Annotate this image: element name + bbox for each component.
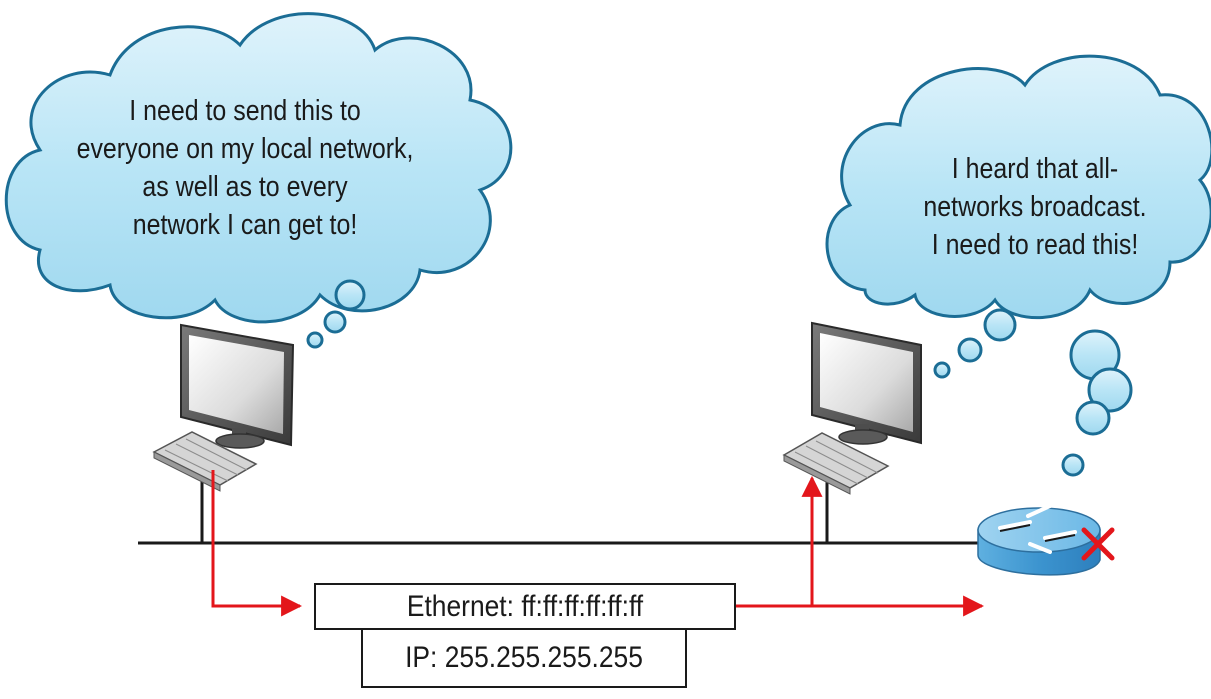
sender-thought-line: I need to send this to — [129, 95, 361, 127]
receiver-thought-line: networks broadcast. — [923, 191, 1147, 223]
ip-header-box — [361, 628, 687, 688]
receiver-thought-text: I heard that all- networks broadcast. I … — [897, 150, 1172, 264]
sender-thought-cloud — [4, 12, 513, 349]
sender-thought-line: as well as to every — [142, 171, 348, 203]
router-icon — [977, 504, 1101, 576]
receiver-thought-line: I heard that all- — [951, 153, 1119, 185]
broadcast-path — [211, 470, 985, 617]
sender-thought-line: everyone on my local network, — [76, 133, 414, 165]
block-x-icon — [1081, 527, 1115, 561]
ip-address-label: IP: 255.255.255.255 — [405, 641, 643, 674]
sender-thought-line: network I can get to! — [132, 209, 358, 241]
sender-to-frame-arrow — [211, 470, 303, 617]
receiver-thought-cloud — [825, 54, 1211, 477]
sender-thought-text: I need to send this to everyone on my lo… — [69, 92, 422, 244]
sender-computer-icon — [152, 323, 295, 543]
receiver-computer-icon — [782, 321, 922, 543]
ethernet-address-label: Ethernet: ff:ff:ff:ff:ff:ff — [406, 590, 644, 623]
receiver-thought-line: I need to read this! — [931, 229, 1139, 261]
